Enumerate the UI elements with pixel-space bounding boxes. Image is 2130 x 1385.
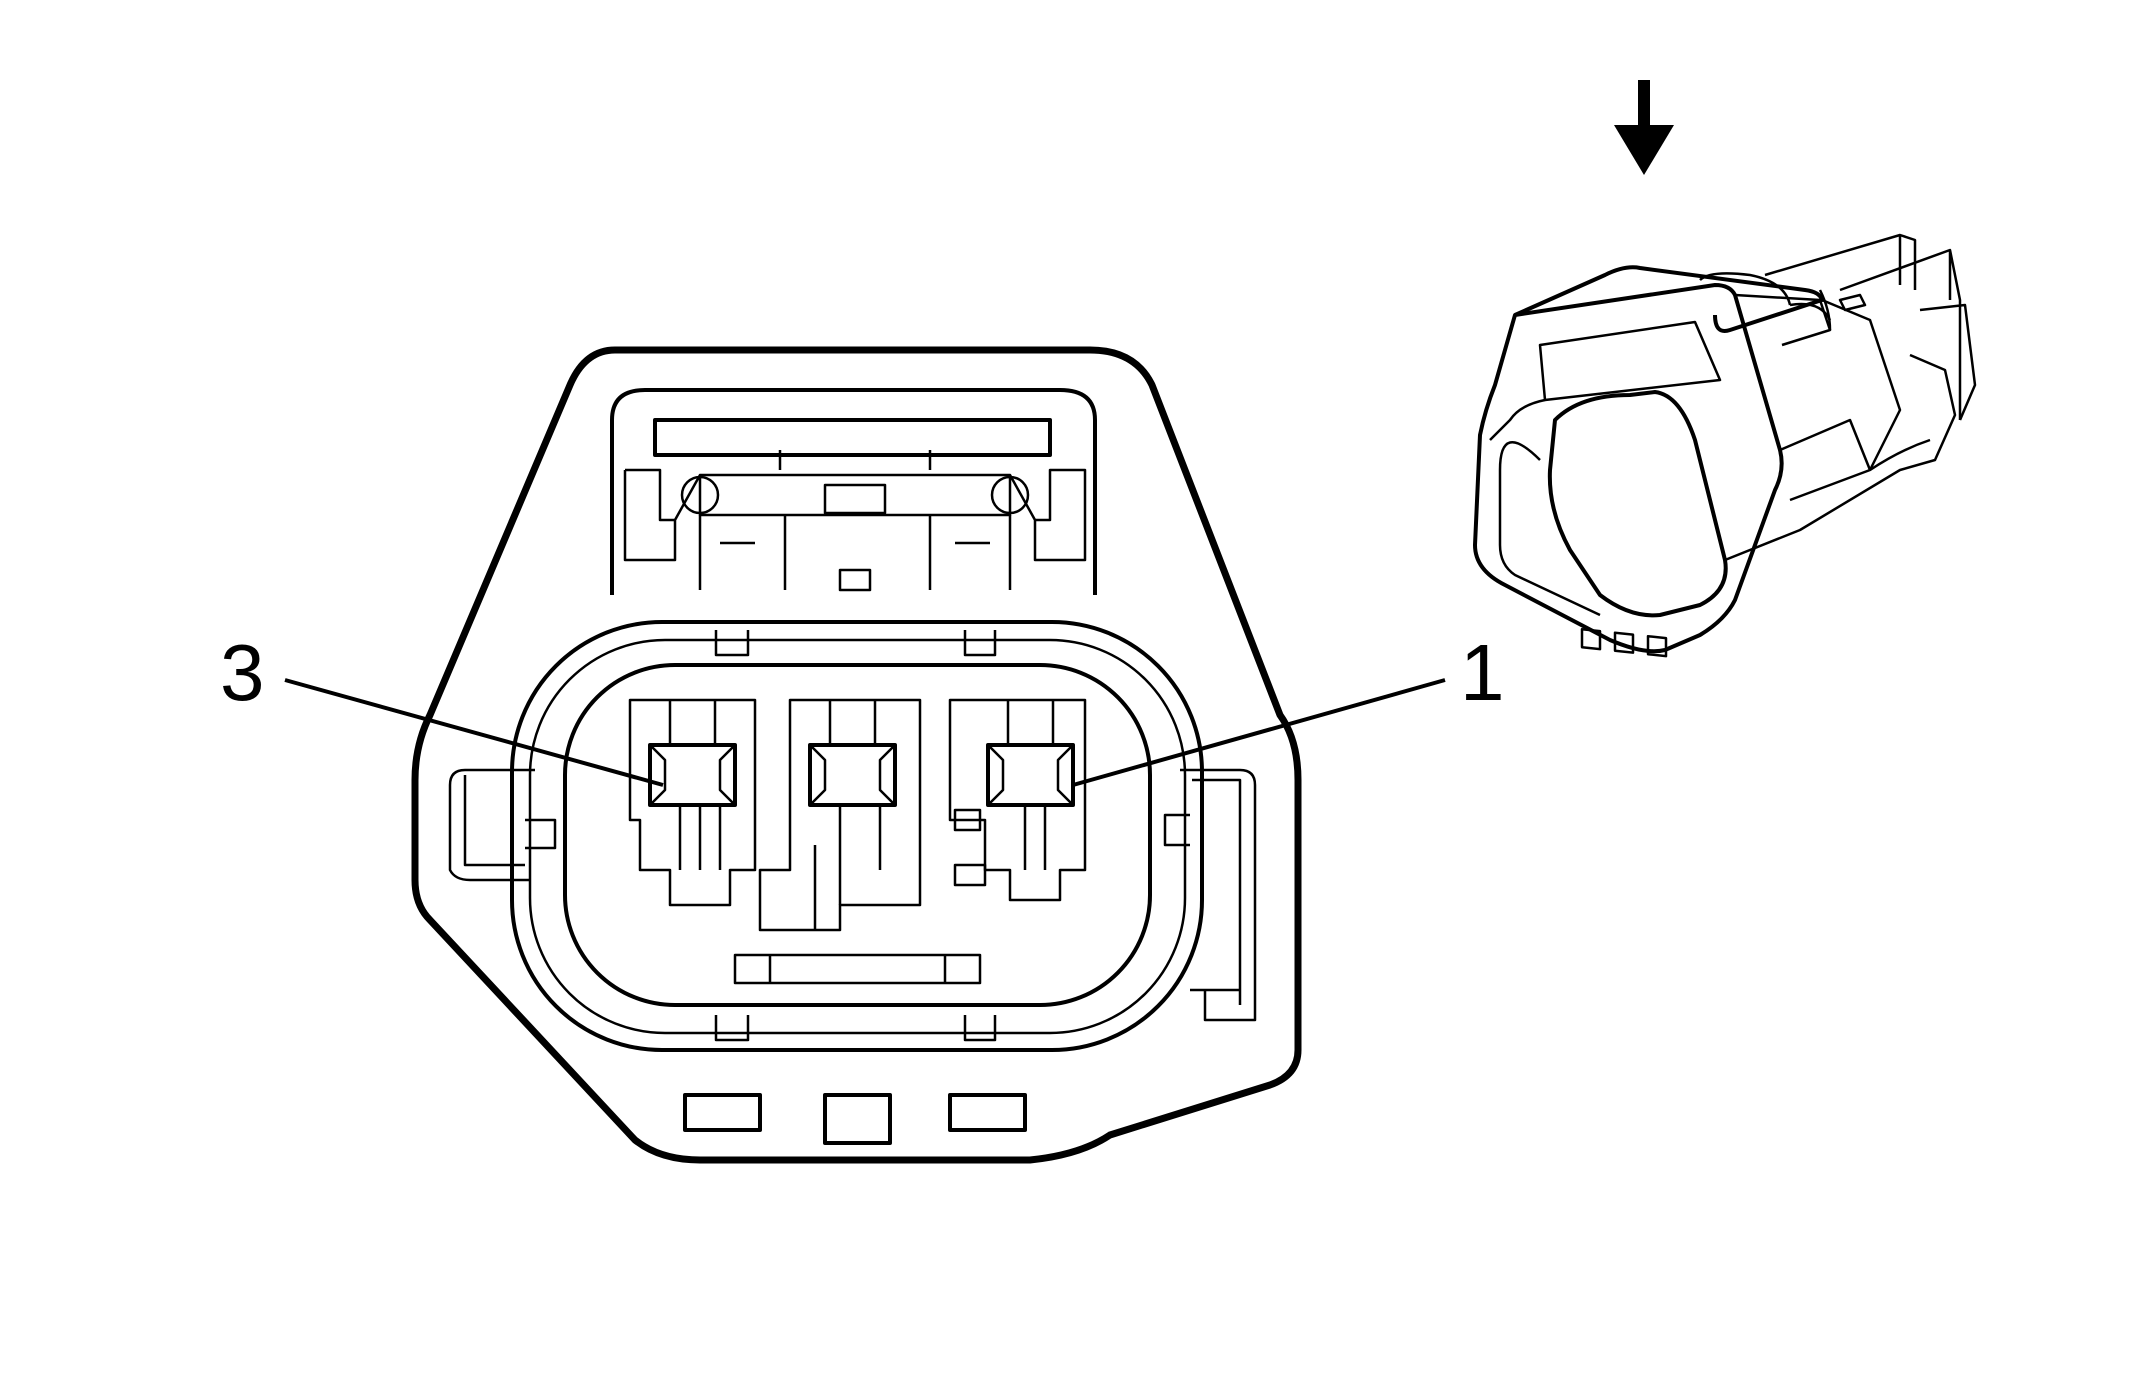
bottom-key bbox=[733, 953, 982, 985]
right-side-latch bbox=[1163, 768, 1257, 1022]
latch-bar bbox=[653, 418, 1052, 457]
connector-face-view: 3 1 bbox=[220, 346, 1505, 1164]
callout-pin-3: 3 bbox=[220, 628, 265, 717]
latch-inner bbox=[698, 450, 1012, 592]
middle-seal-ring bbox=[528, 638, 1187, 1035]
inner-cavity bbox=[563, 663, 1152, 1007]
left-side-latch bbox=[448, 768, 557, 882]
bottom-slot-middle bbox=[823, 1093, 892, 1145]
terminal-cavity-2 bbox=[758, 698, 922, 932]
outer-seal-ring bbox=[510, 620, 1204, 1052]
latch-pivot-left bbox=[680, 475, 720, 515]
bottom-slot-left bbox=[683, 1093, 762, 1132]
ring-tabs bbox=[714, 630, 997, 1042]
latch-frame bbox=[610, 388, 1097, 595]
terminal-cavity-1 bbox=[948, 698, 1087, 902]
latch-body bbox=[623, 468, 1087, 562]
callout-pin-1: 1 bbox=[1460, 628, 1505, 717]
terminal-cavity-3 bbox=[628, 698, 757, 907]
latch-window bbox=[823, 483, 887, 515]
connector-perspective-view bbox=[1473, 233, 1977, 658]
down-arrow-icon bbox=[1614, 80, 1674, 175]
bottom-key-lines bbox=[768, 955, 947, 983]
bottom-slot-right bbox=[948, 1093, 1027, 1132]
leader-line-pin-3 bbox=[284, 678, 664, 787]
leader-line-pin-1 bbox=[1072, 678, 1446, 787]
housing-outline bbox=[411, 346, 1302, 1164]
latch-pivot-right bbox=[990, 475, 1030, 515]
